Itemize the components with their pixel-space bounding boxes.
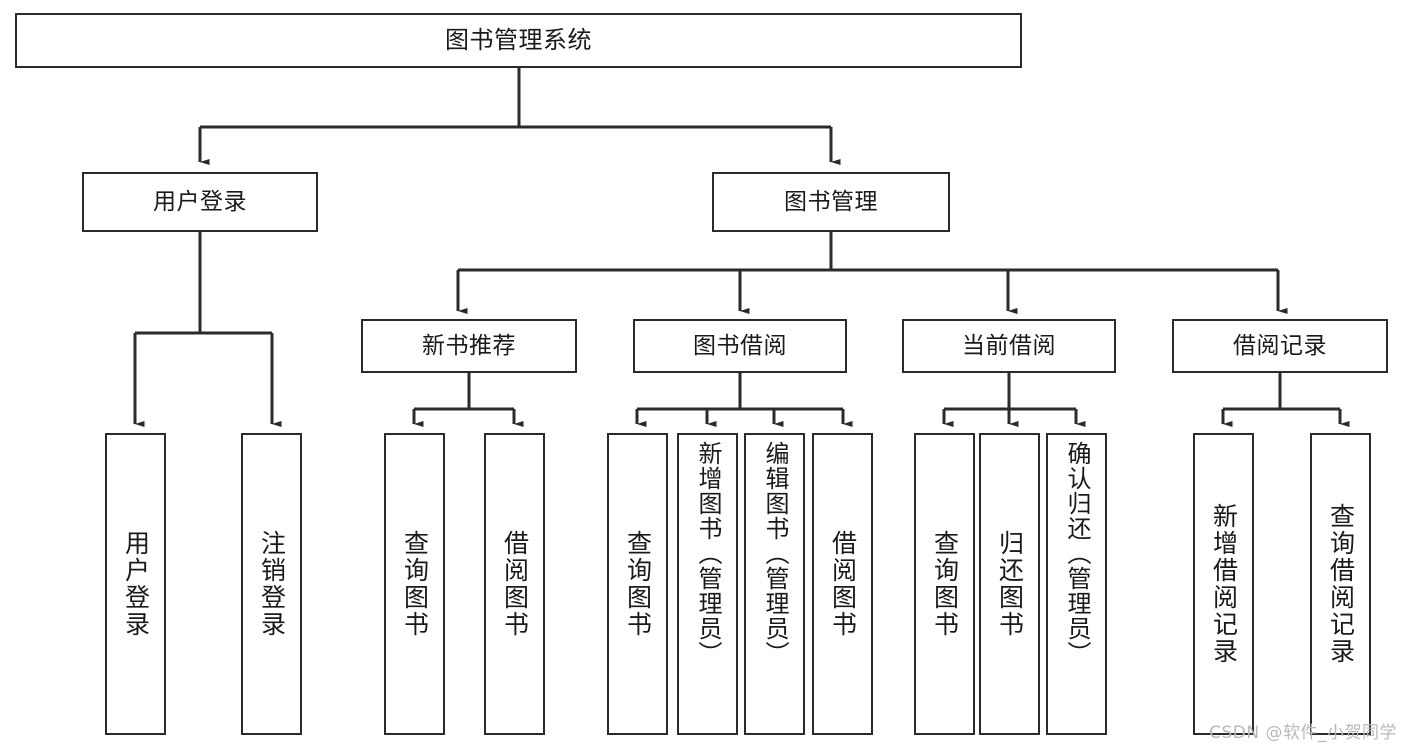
leaf-query-book-new-rec[interactable]: 查询图书: [384, 433, 445, 735]
leaf-logout[interactable]: 注销登录: [241, 433, 302, 735]
leaf-borrow-book-new-rec[interactable]: 借阅图书: [484, 433, 545, 735]
node-current-borrowing[interactable]: 当前借阅: [902, 319, 1116, 373]
node-label: 注销登录: [257, 530, 287, 638]
node-label: 图书管理: [784, 188, 878, 215]
node-label: 归还图书: [995, 530, 1025, 638]
leaf-query-book-current[interactable]: 查询图书: [914, 433, 975, 735]
leaf-add-book-admin[interactable]: 新增图书（管理员）: [677, 433, 738, 735]
leaf-edit-book-admin[interactable]: 编辑图书（管理员）: [744, 433, 805, 735]
node-new-book-recommendation[interactable]: 新书推荐: [361, 319, 577, 373]
node-label: 用户登录: [153, 188, 247, 215]
leaf-query-book-borrow[interactable]: 查询图书: [607, 433, 668, 735]
leaf-user-login[interactable]: 用户登录: [105, 433, 166, 735]
node-book-management[interactable]: 图书管理: [712, 172, 950, 232]
node-label: 当前借阅: [962, 332, 1056, 359]
node-label: 新增图书（管理员）: [693, 441, 722, 666]
csdn-watermark: CSDN @软件_小贺同学: [1209, 723, 1397, 743]
node-label: 确认归还（管理员）: [1062, 441, 1091, 666]
leaf-confirm-return-admin[interactable]: 确认归还（管理员）: [1046, 433, 1107, 735]
node-user-login[interactable]: 用户登录: [82, 172, 318, 232]
node-label: 新书推荐: [422, 332, 516, 359]
node-label: 借阅记录: [1233, 332, 1327, 359]
leaf-borrow-book-borrow[interactable]: 借阅图书: [812, 433, 873, 735]
leaf-return-book[interactable]: 归还图书: [979, 433, 1040, 735]
node-label: 图书借阅: [693, 332, 787, 359]
node-root-book-management-system[interactable]: 图书管理系统: [15, 13, 1022, 68]
node-label: 查询图书: [623, 530, 653, 638]
node-label: 借阅图书: [500, 530, 530, 638]
leaf-add-borrow-record[interactable]: 新增借阅记录: [1193, 433, 1254, 735]
node-label: 图书管理系统: [445, 25, 592, 54]
node-label: 查询图书: [400, 530, 430, 638]
node-label: 新增借阅记录: [1209, 503, 1239, 665]
leaf-query-borrow-record[interactable]: 查询借阅记录: [1310, 433, 1371, 735]
node-label: 查询图书: [930, 530, 960, 638]
node-borrowing-records[interactable]: 借阅记录: [1172, 319, 1388, 373]
node-label: 用户登录: [121, 530, 151, 638]
node-label: 借阅图书: [828, 530, 858, 638]
node-label: 查询借阅记录: [1326, 503, 1356, 665]
node-book-borrowing[interactable]: 图书借阅: [633, 319, 847, 373]
node-label: 编辑图书（管理员）: [760, 441, 789, 666]
